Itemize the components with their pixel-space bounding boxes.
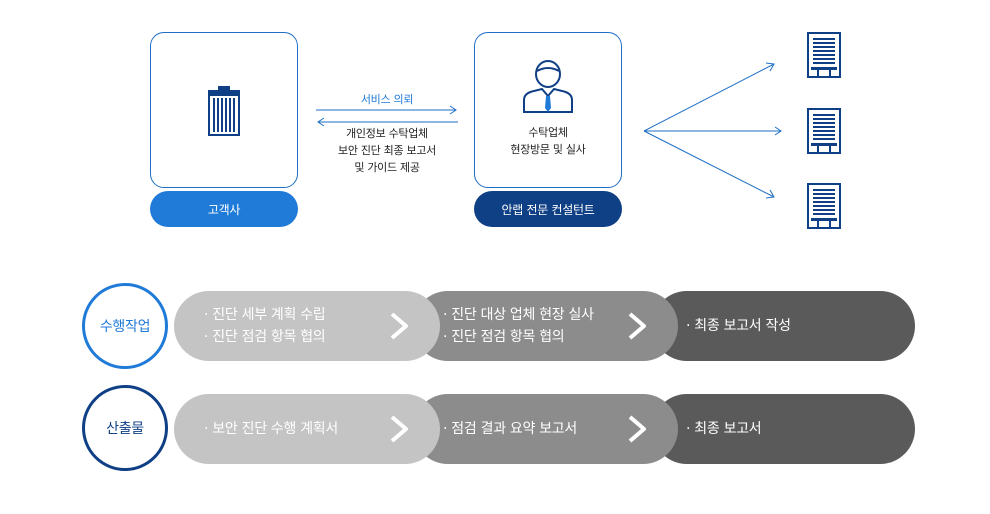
chevron-right-icon xyxy=(390,312,408,340)
row1-step1-line2: · 진단 점검 항목 협의 xyxy=(204,329,326,345)
provide-line-1: 개인정보 수탁업체 xyxy=(346,127,428,140)
row2-step2: · 점검 결과 요약 보고서 xyxy=(413,394,678,464)
row1-label-circle: 수행작업 xyxy=(82,283,168,369)
consultant-line-1: 수탁업체 xyxy=(528,126,568,139)
chevron-right-icon xyxy=(390,415,408,443)
row1-step1-line1: · 진단 세부 계획 수립 xyxy=(204,307,326,323)
row1-label: 수행작업 xyxy=(99,319,151,335)
provide-text: 개인정보 수탁업체 보안 진단 최종 보고서 및 가이드 제공 xyxy=(316,125,458,176)
row2-step3-line1: · 최종 보고서 xyxy=(686,421,762,437)
client-card xyxy=(150,32,298,188)
row2-label: 산출물 xyxy=(106,421,144,437)
consultant-label: 안랩 전문 컨설턴트 xyxy=(474,191,622,227)
chevron-right-icon xyxy=(628,415,646,443)
service-request-text: 서비스 의뢰 xyxy=(360,93,414,106)
building-icon xyxy=(807,108,841,154)
row1-step3-line1: · 최종 보고서 작성 xyxy=(686,318,791,334)
row1-step2-line1: · 진단 대상 업체 현장 실사 xyxy=(443,307,594,323)
consultant-line-2: 현장방문 및 실사 xyxy=(510,143,586,156)
row2-step2-line1: · 점검 결과 요약 보고서 xyxy=(443,421,577,437)
chevron-right-icon xyxy=(628,312,646,340)
building-icon xyxy=(807,183,841,229)
provide-line-2: 보안 진단 최종 보고서 xyxy=(338,144,436,157)
consultant-person-icon xyxy=(523,60,573,113)
row2-step1: · 보안 진단 수행 계획서 xyxy=(174,394,440,464)
row2-label-circle: 산출물 xyxy=(82,385,168,471)
row1-step2-line2: · 진단 점검 항목 협의 xyxy=(443,329,565,345)
fan-out-arrows xyxy=(643,62,782,199)
row1-step1: · 진단 세부 계획 수립 · 진단 점검 항목 협의 xyxy=(174,291,440,361)
row1-step2: · 진단 대상 업체 현장 실사 · 진단 점검 항목 협의 xyxy=(413,291,678,361)
row1-step3: · 최종 보고서 작성 xyxy=(652,291,915,361)
provide-line-3: 및 가이드 제공 xyxy=(354,161,420,174)
request-arrow xyxy=(316,105,458,127)
building-icon xyxy=(807,32,841,78)
trash-bin-icon xyxy=(208,86,240,136)
consultant-text: 수탁업체 현장방문 및 실사 xyxy=(474,124,622,158)
row2-step3: · 최종 보고서 xyxy=(652,394,915,464)
row2-step1-line1: · 보안 진단 수행 계획서 xyxy=(204,421,338,437)
client-label: 고객사 xyxy=(150,191,298,227)
